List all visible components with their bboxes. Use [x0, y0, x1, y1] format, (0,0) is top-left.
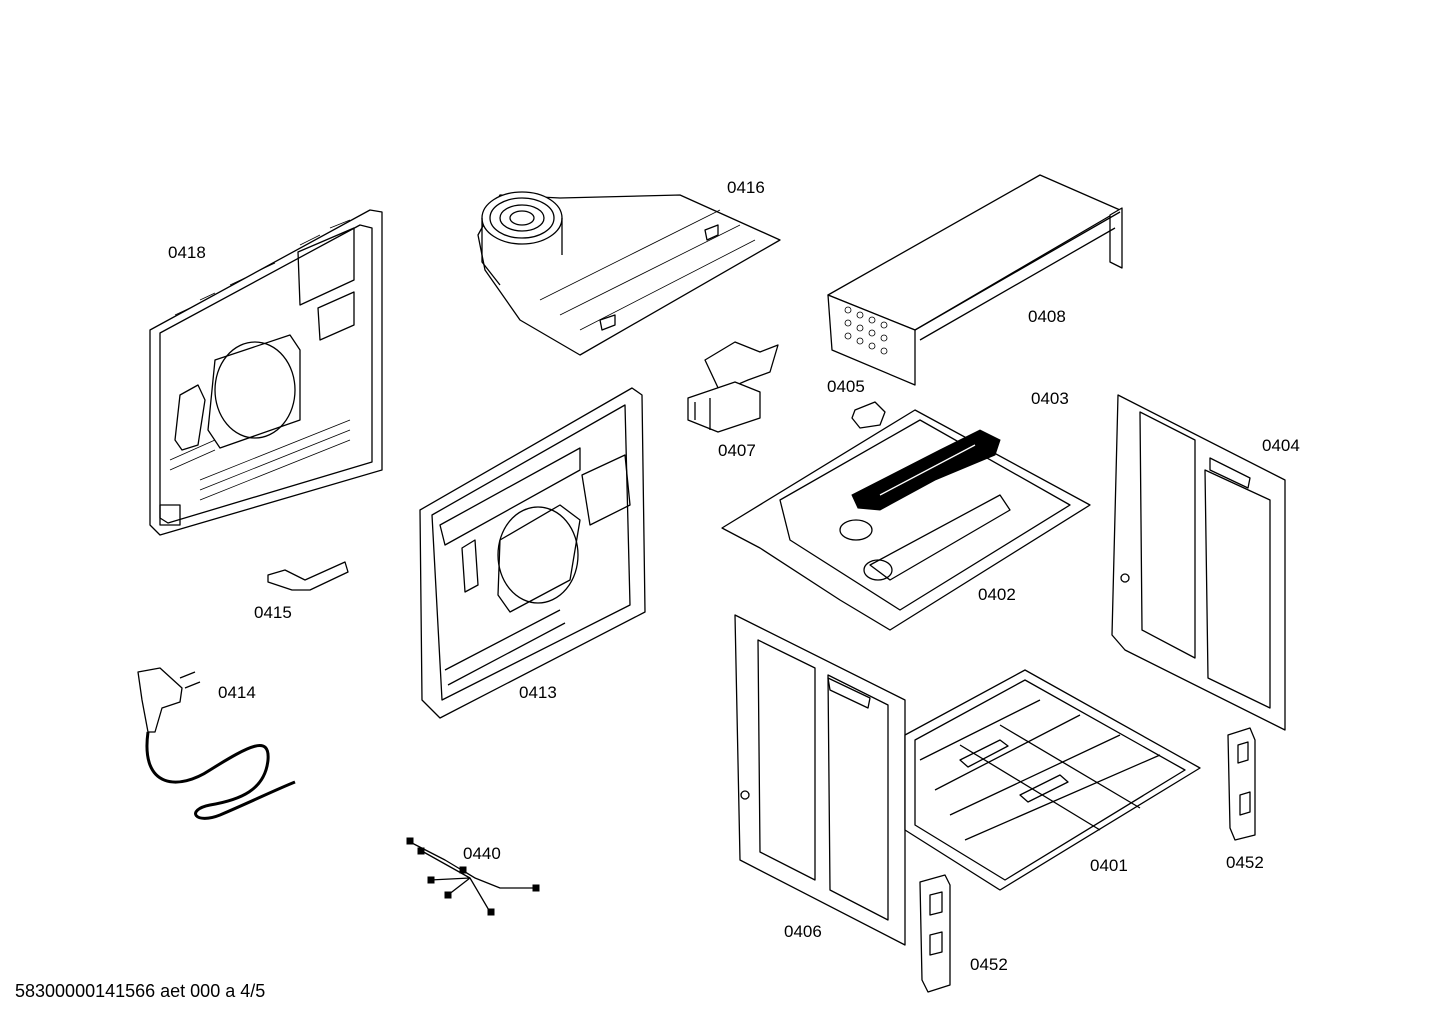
- part-0440-wiring-harness: [406, 837, 540, 916]
- part-0413-rear-wall: [419, 387, 646, 719]
- part-0407-fan-motor: [687, 341, 779, 433]
- label-0440: 0440: [463, 844, 501, 863]
- part-0414-mains-cable: [137, 667, 296, 820]
- part-0418-rear-panel: [149, 209, 383, 536]
- label-0414: 0414: [218, 683, 256, 702]
- label-0403: 0403: [1031, 389, 1069, 408]
- label-0402: 0402: [978, 585, 1016, 604]
- part-0415-bracket: [267, 561, 349, 591]
- label-0406: 0406: [784, 922, 822, 941]
- part-0406-left-side-panel: [734, 614, 906, 946]
- part-0404-right-side-panel: [1111, 394, 1286, 731]
- label-0452-right: 0452: [1226, 853, 1264, 872]
- label-0405: 0405: [827, 377, 865, 396]
- part-0405-clip: [851, 401, 886, 429]
- part-0416-fan-cover: [477, 191, 781, 356]
- part-0403-heater-seal: [851, 429, 1001, 511]
- label-0407: 0407: [718, 441, 756, 460]
- label-0415: 0415: [254, 603, 292, 622]
- part-0452-rail-bracket-left: [919, 874, 951, 993]
- label-0416: 0416: [727, 178, 765, 197]
- part-0401-bottom-frame: [904, 669, 1201, 891]
- part-0408-top-frame: [827, 174, 1123, 386]
- label-0413: 0413: [519, 683, 557, 702]
- label-0418: 0418: [168, 243, 206, 262]
- document-footer-id: 58300000141566 aet 000 a 4/5: [15, 981, 266, 1001]
- label-0404: 0404: [1262, 436, 1300, 455]
- label-0452-left: 0452: [970, 955, 1008, 974]
- part-0402-top-plate: [721, 409, 1091, 631]
- label-0401: 0401: [1090, 856, 1128, 875]
- label-0408: 0408: [1028, 307, 1066, 326]
- part-0452-rail-bracket-right: [1227, 727, 1256, 841]
